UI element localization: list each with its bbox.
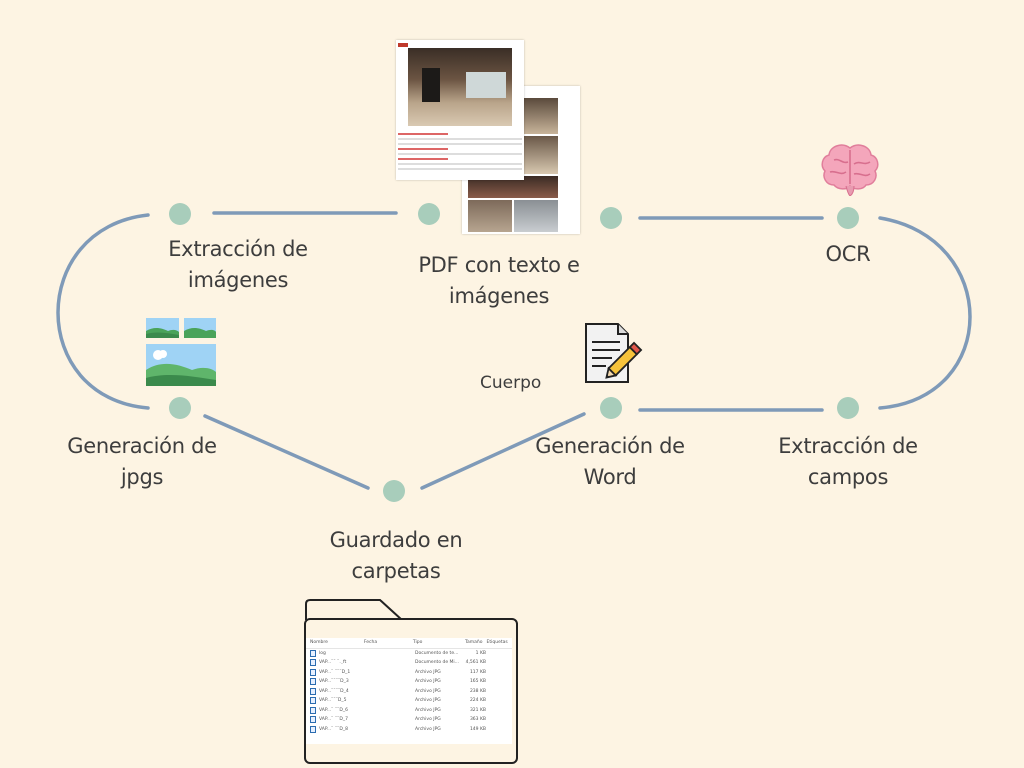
left-arc [56, 213, 150, 410]
node-guardado [383, 480, 405, 502]
pdf-photo-5 [514, 200, 558, 232]
word-file-icon [310, 659, 316, 667]
file-row: VAP...¨¨ ¨.¸ft Documento de Mi... 4,561 … [306, 658, 512, 668]
file-row: VAP...¨ ¨¨D_6 Archivo JPG 321 KB [306, 706, 512, 716]
label-extraccion-campos: Extracción de campos [778, 434, 918, 489]
explorer-header: Nombre Fecha Tipo Tamaño Etiquetas [306, 638, 512, 649]
col-tags: Etiquetas [486, 640, 508, 646]
line-guardado-word [420, 412, 586, 490]
file-row: VAP...¨¨¨¨D_3 Archivo JPG 165 KB [306, 677, 512, 687]
node-pdf [418, 203, 440, 225]
jpg-file-icon [310, 697, 316, 705]
brain-icon [821, 144, 879, 196]
col-date: Fecha [363, 640, 378, 646]
image-thumb-2 [184, 318, 216, 338]
node-generacion-word [600, 397, 622, 419]
connectors [56, 211, 972, 490]
node-extraccion-campos [837, 397, 859, 419]
pdf-page-front [396, 40, 524, 180]
col-name: Nombre [310, 640, 328, 646]
jpg-file-icon [310, 687, 316, 695]
file-row: VAP...¨¨¨D_5 Archivo JPG 224 KB [306, 696, 512, 706]
image-thumb-3 [146, 344, 216, 386]
file-row: VAP...¨¨¨¨D_4 Archivo JPG 238 KB [306, 687, 512, 697]
pdf-photo-3 [468, 176, 558, 198]
pdf-photo-4 [468, 200, 512, 232]
pdf-text-rows [398, 130, 522, 173]
node-ocr [837, 207, 859, 229]
label-ocr: OCR [825, 242, 871, 266]
jpg-file-icon [310, 716, 316, 724]
label-generacion-jpgs: Generación de jpgs [67, 434, 217, 489]
label-cuerpo: Cuerpo [480, 373, 542, 393]
node-extraccion-imagenes [169, 203, 191, 225]
line-jpgs-guardado [203, 414, 370, 490]
text-file-icon [310, 649, 316, 657]
document-pencil-icon [585, 323, 643, 383]
right-arc [878, 216, 972, 410]
folder-tab [305, 599, 403, 621]
label-extraccion-imagenes: Extracción de imágenes [168, 237, 308, 292]
node-generacion-jpgs [169, 397, 191, 419]
file-row: VAP...¨ ¨¨D_7 Archivo JPG 363 KB [306, 715, 512, 725]
col-type: Tipo [412, 640, 423, 646]
jpg-file-icon [310, 668, 316, 676]
file-explorer-listing: Nombre Fecha Tipo Tamaño Etiquetas log D… [306, 638, 512, 744]
file-row: log Documento de te... 1 KB [306, 649, 512, 659]
images-icon [146, 318, 216, 386]
file-row: VAP...¨ ¨¨D_8 Archivo JPG 149 KB [306, 725, 512, 735]
label-pdf: PDF con texto e imágenes [418, 253, 580, 308]
jpg-file-icon [310, 706, 316, 714]
image-thumb-1 [146, 318, 179, 338]
label-generacion-word: Generación de Word [535, 434, 685, 489]
jpg-file-icon [310, 725, 316, 733]
jpg-file-icon [310, 678, 316, 686]
pdf-topbar [398, 42, 408, 47]
label-guardado: Guardado en carpetas [329, 528, 463, 583]
col-size: Tamaño [465, 640, 483, 646]
file-row: VAP...¨ ¨¨¨D_1 Archivo JPG 117 KB [306, 668, 512, 678]
pencil-icon [605, 341, 643, 379]
pdf-main-photo [408, 48, 512, 126]
nodes [169, 203, 859, 502]
node-pdf-right [600, 207, 622, 229]
